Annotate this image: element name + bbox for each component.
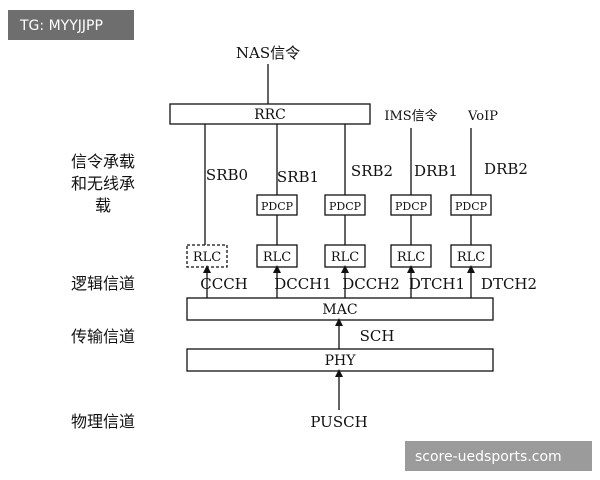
left-label-bearer-2: 和无线承 [71,174,135,193]
watermark-bottom-right-text: score-uedsports.com [415,449,562,465]
logical-channel-dcch2: DCCH2 [342,275,400,293]
left-label-transport: 传输信道 [71,327,135,346]
rlc-label-ccch: RLC [193,250,221,265]
voip-label: VoIP [467,109,498,124]
rlc-label-dcch1: RLC [263,250,291,265]
logical-channel-ccch: CCCH [200,275,248,293]
watermark-top-left-text: TG: MYYJJPP [19,18,103,34]
phy-label: PHY [325,353,357,369]
pdcp-label-drb2: PDCP [455,200,488,213]
pdcp-label-srb1: PDCP [261,200,294,213]
srb0-label: SRB0 [206,166,248,184]
pdcp-label-srb2: PDCP [329,200,362,213]
left-label-logical: 逻辑信道 [71,274,135,293]
rrc-label: RRC [254,107,286,123]
pdcp-label-drb1: PDCP [395,200,428,213]
left-label-bearer-3: 载 [95,196,111,215]
logical-channel-dtch1: DTCH1 [409,275,465,293]
logical-channel-dtch2: DTCH2 [481,275,537,293]
rlc-label-dtch2: RLC [457,250,485,265]
logical-channel-dcch1: DCCH1 [274,275,332,293]
rlc-label-dcch2: RLC [331,250,359,265]
rrc-box [169,103,371,125]
transport-channel-label: SCH [360,327,395,345]
left-label-bearer-1: 信令承载 [71,152,135,171]
nas-signaling-label: NAS信令 [236,44,300,62]
left-label-physical: 物理信道 [71,412,135,431]
ims-signaling-label: IMS信令 [384,109,437,124]
watermark-top-left: TG: MYYJJPP [8,10,134,40]
watermark-bottom-right: score-uedsports.com [405,441,592,471]
rlc-label-dtch1: RLC [397,250,425,265]
drb2-label: DRB2 [484,160,528,178]
srb1-label: SRB1 [277,168,319,186]
drb1-label: DRB1 [414,162,458,180]
physical-channel-label: PUSCH [310,413,367,431]
mac-label: MAC [322,302,357,318]
srb2-label: SRB2 [351,162,393,180]
